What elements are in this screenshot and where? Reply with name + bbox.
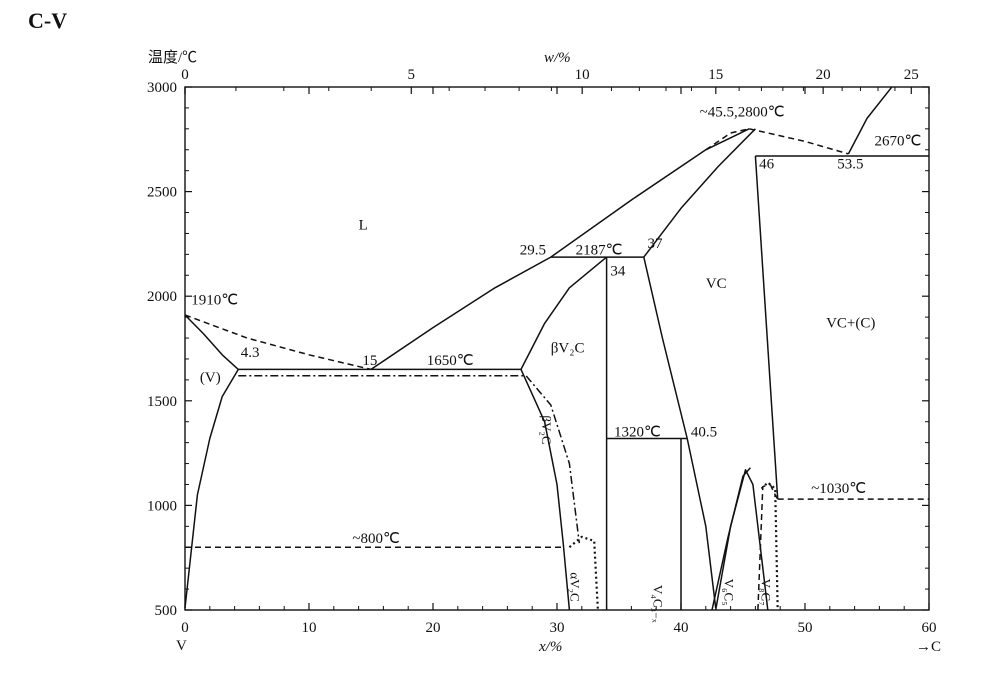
phase-boundary-line: [749, 128, 849, 155]
annotation-label: 2187℃: [576, 242, 623, 258]
annotation-label: 1910℃: [191, 293, 238, 309]
annotation-label: L: [359, 217, 368, 233]
y-tick-label: 1500: [147, 394, 177, 410]
phase-boundary-line: [847, 86, 893, 155]
top-tick-label: 25: [904, 67, 919, 83]
phase-boundary-line: [711, 467, 751, 611]
annotation-label: 34: [610, 263, 626, 279]
top-tick-label: 10: [575, 67, 590, 83]
annotation-label: 15: [362, 353, 377, 369]
top-tick-label: 20: [816, 67, 831, 83]
annotation-label: 46: [759, 157, 775, 173]
phase-boundary-line: [370, 256, 552, 371]
x-tick-label: 40: [674, 620, 689, 636]
annotation-label: ~800℃: [352, 531, 399, 547]
phase-boundary-line: [238, 374, 581, 544]
phase-boundary-line: [184, 314, 372, 371]
x-tick-label: 50: [798, 620, 813, 636]
x-tick-label: 30: [550, 620, 565, 636]
annotation-label: 40.5: [691, 424, 717, 440]
annotation-label: 1320℃: [614, 424, 661, 440]
phase-boundary-line: [754, 155, 779, 500]
x-tick-label: 20: [426, 620, 441, 636]
x-tick-label: 60: [922, 620, 937, 636]
annotation-label: αV₂C: [568, 572, 583, 601]
annotation-label: ~1030℃: [811, 481, 866, 497]
y-tick-label: 500: [155, 603, 178, 619]
chart-title: C-V: [28, 8, 67, 33]
x-axis-label: x/%: [538, 639, 562, 655]
top-tick-label: 0: [181, 67, 189, 83]
phase-boundary-line: [550, 128, 750, 258]
annotation-label: V₆C₅: [721, 579, 736, 606]
y-tick-label: 2500: [147, 185, 177, 201]
y-tick-label: 1000: [147, 498, 177, 514]
phase-boundary-line: [520, 369, 571, 611]
phase-boundary-line: [769, 484, 779, 500]
y-axis-label: 温度/℃: [148, 49, 197, 66]
right-element-label: →C: [916, 639, 941, 655]
top-axis-label: w/%: [544, 50, 571, 66]
annotation-label: V₈C₇: [759, 579, 774, 606]
phase-boundary-line: [714, 469, 769, 611]
phase-boundary-line: [705, 128, 750, 151]
top-tick-label: 15: [708, 67, 723, 83]
phase-boundary-line: [643, 128, 756, 258]
annotation-label: 4.3: [241, 345, 260, 361]
y-tick-label: 3000: [147, 80, 177, 96]
phase-boundary-line: [184, 314, 239, 370]
annotation-label: VC+(C): [826, 316, 875, 332]
annotation-label: (V): [200, 370, 221, 386]
annotation-label: 29.5: [520, 242, 546, 258]
annotation-label: 53.5: [837, 157, 863, 173]
phase-boundary-line: [757, 483, 771, 611]
phase-boundary-line: [184, 369, 239, 608]
annotation-label: 2670℃: [874, 134, 921, 150]
top-tick-label: 5: [408, 67, 416, 83]
annotation-label: VC: [706, 276, 727, 292]
phase-boundary-line: [520, 256, 608, 370]
x-tick-label: 10: [302, 620, 317, 636]
annotation-label: ~45.5,2800℃: [700, 104, 785, 120]
annotation-label: βV₂C: [539, 415, 554, 444]
annotation-label: V₄C₃₋ₓ: [651, 585, 666, 623]
left-element-label: V: [176, 638, 187, 654]
annotation-label: 1650℃: [427, 353, 474, 369]
annotation-label: βV₂C: [551, 341, 585, 357]
x-tick-label: 0: [181, 620, 189, 636]
y-tick-label: 2000: [147, 289, 177, 305]
annotation-label: 37: [648, 236, 664, 252]
